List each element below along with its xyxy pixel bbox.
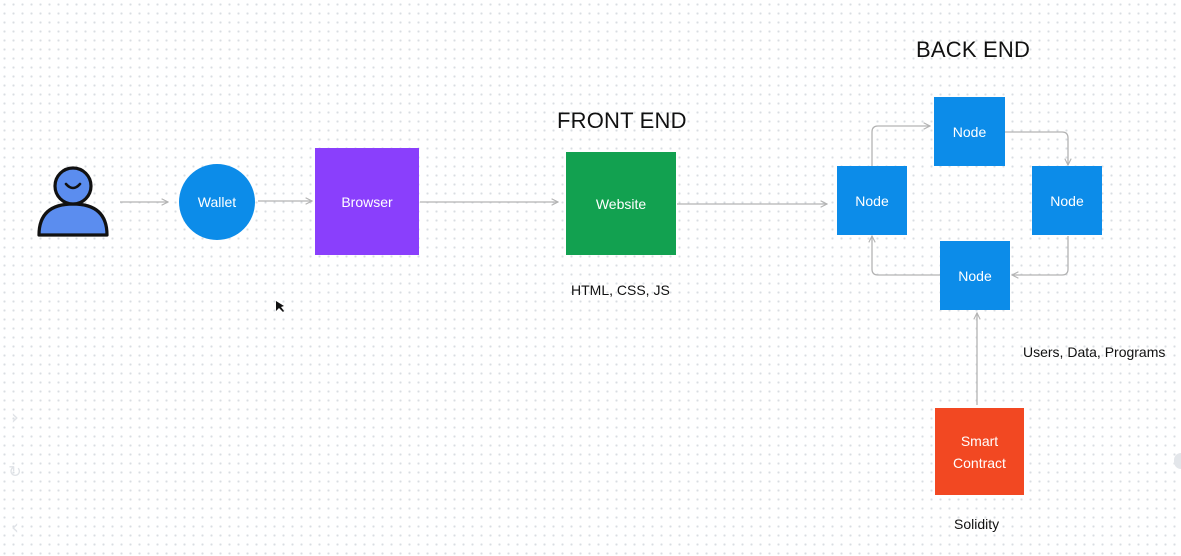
node-bottom[interactable]: Node	[940, 241, 1010, 310]
connector-node-left-to-node-top	[871, 126, 930, 166]
chevron-left-icon[interactable]: ‹	[11, 515, 19, 539]
contract-language-caption: Solidity	[954, 516, 1000, 532]
wallet-node[interactable]: Wallet	[179, 164, 255, 240]
front-end-heading: FRONT END	[557, 108, 687, 133]
cursor-icon	[276, 301, 284, 312]
browser-node[interactable]: Browser	[315, 148, 419, 255]
node-top[interactable]: Node	[934, 97, 1005, 166]
connector-node-bottom-to-node-left	[872, 236, 940, 276]
smart-contract-node[interactable]: Smart Contract	[935, 408, 1024, 495]
user-icon	[37, 166, 109, 237]
chevron-right-icon[interactable]: ›	[11, 405, 19, 429]
node-left[interactable]: Node	[837, 166, 907, 235]
back-end-heading: BACK END	[916, 37, 1031, 62]
website-node[interactable]: Website	[566, 152, 676, 255]
connector-node-top-to-node-right	[1005, 131, 1068, 165]
website-tech-caption: HTML, CSS, JS	[571, 282, 670, 298]
refresh-icon[interactable]: ↻	[8, 462, 22, 481]
node-flow-caption: Users, Data, Programs	[1023, 344, 1166, 360]
right-edge-handle[interactable]	[1174, 453, 1181, 469]
node-right[interactable]: Node	[1032, 166, 1102, 235]
connector-node-right-to-node-bottom	[1012, 236, 1069, 275]
